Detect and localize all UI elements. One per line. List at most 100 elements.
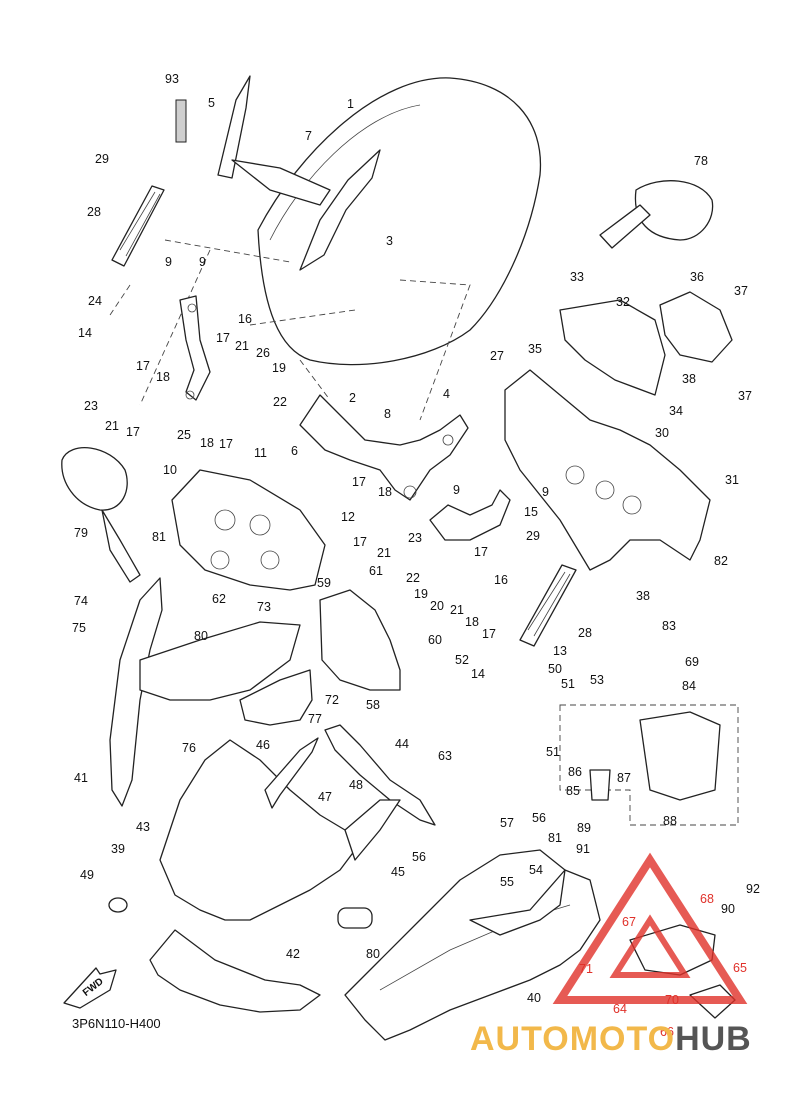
callout-3: 3 [386, 234, 393, 248]
callout-90: 90 [721, 902, 735, 916]
callout-26: 26 [256, 346, 270, 360]
callout-11: 11 [254, 446, 267, 460]
emblem-part [108, 897, 128, 913]
callout-70: 70 [665, 993, 679, 1007]
callout-22: 22 [273, 395, 287, 409]
callout-9: 9 [542, 485, 549, 499]
watermark: AUTOMOTOHUB [470, 1020, 752, 1059]
callout-65: 65 [733, 961, 747, 975]
box-part [589, 711, 721, 801]
stay-part [429, 489, 511, 541]
callout-17: 17 [219, 437, 233, 451]
callout-14: 14 [78, 326, 92, 340]
callout-56: 56 [532, 811, 546, 825]
callout-45: 45 [391, 865, 405, 879]
callout-76: 76 [182, 741, 196, 755]
callout-80: 80 [366, 947, 380, 961]
callout-48: 48 [349, 778, 363, 792]
callout-8: 8 [384, 407, 391, 421]
callout-18: 18 [200, 436, 214, 450]
air-duct-part [264, 737, 401, 861]
callout-28: 28 [578, 626, 592, 640]
callout-93: 93 [165, 72, 179, 86]
callout-35: 35 [528, 342, 542, 356]
callout-7: 7 [305, 129, 312, 143]
callout-91: 91 [576, 842, 590, 856]
headlight-stay-part [504, 369, 711, 571]
callout-29: 29 [95, 152, 109, 166]
callout-63: 63 [438, 749, 452, 763]
trim-strip-part [111, 185, 165, 267]
callout-52: 52 [455, 653, 469, 667]
headlight-part [171, 469, 326, 591]
callout-23: 23 [84, 399, 98, 413]
callout-28: 28 [87, 205, 101, 219]
stay-bracket-part [179, 295, 211, 401]
callout-17: 17 [474, 545, 488, 559]
callout-81: 81 [152, 530, 166, 544]
callout-18: 18 [156, 370, 170, 384]
bracket-part [469, 869, 566, 936]
callout-24: 24 [88, 294, 102, 308]
watermark-part-a: AUTOMOTO [470, 1020, 676, 1058]
callout-25: 25 [177, 428, 191, 442]
callout-82: 82 [714, 554, 728, 568]
callout-9: 9 [199, 255, 206, 269]
callout-86: 86 [568, 765, 582, 779]
callout-37: 37 [734, 284, 748, 298]
callout-37: 37 [738, 389, 752, 403]
callout-42: 42 [286, 947, 300, 961]
callout-64: 64 [613, 1002, 627, 1016]
callout-89: 89 [577, 821, 591, 835]
windshield-part [257, 77, 542, 366]
callout-55: 55 [500, 875, 514, 889]
callout-72: 72 [325, 693, 339, 707]
callout-12: 12 [341, 510, 355, 524]
inner-panel-part [239, 669, 313, 726]
callout-17: 17 [126, 425, 140, 439]
callout-15: 15 [524, 505, 538, 519]
callout-51: 51 [561, 677, 575, 691]
callout-66: 66 [660, 1025, 674, 1039]
callout-38: 38 [636, 589, 650, 603]
grommet-part [337, 907, 373, 929]
callout-77: 77 [308, 712, 322, 726]
watermark-logo-icon [552, 852, 748, 1004]
callout-19: 19 [272, 361, 286, 375]
callout-68: 68 [700, 892, 714, 906]
callout-51: 51 [546, 745, 560, 759]
callout-80: 80 [194, 629, 208, 643]
callout-14: 14 [471, 667, 485, 681]
callout-4: 4 [443, 387, 450, 401]
callout-17: 17 [216, 331, 230, 345]
trim-strip-part [519, 564, 577, 647]
callout-60: 60 [428, 633, 442, 647]
callout-85: 85 [566, 784, 580, 798]
callout-6: 6 [291, 444, 298, 458]
callout-79: 79 [74, 526, 88, 540]
callout-9: 9 [165, 255, 172, 269]
callout-16: 16 [494, 573, 508, 587]
document-id: 3P6N110-H400 [72, 1016, 161, 1031]
callout-61: 61 [369, 564, 383, 578]
callout-38: 38 [682, 372, 696, 386]
callout-5: 5 [208, 96, 215, 110]
callout-88: 88 [663, 814, 677, 828]
inner-panel-part [319, 589, 401, 691]
callout-41: 41 [74, 771, 88, 785]
callout-49: 49 [80, 868, 94, 882]
group-outline [559, 704, 739, 826]
callout-34: 34 [669, 404, 683, 418]
callout-36: 36 [690, 270, 704, 284]
callout-33: 33 [570, 270, 584, 284]
callout-27: 27 [490, 349, 504, 363]
mirror-left-part [61, 447, 141, 583]
callout-32: 32 [616, 295, 630, 309]
callout-18: 18 [378, 485, 392, 499]
leader-line [109, 239, 471, 421]
callout-17: 17 [482, 627, 496, 641]
callout-13: 13 [553, 644, 567, 658]
